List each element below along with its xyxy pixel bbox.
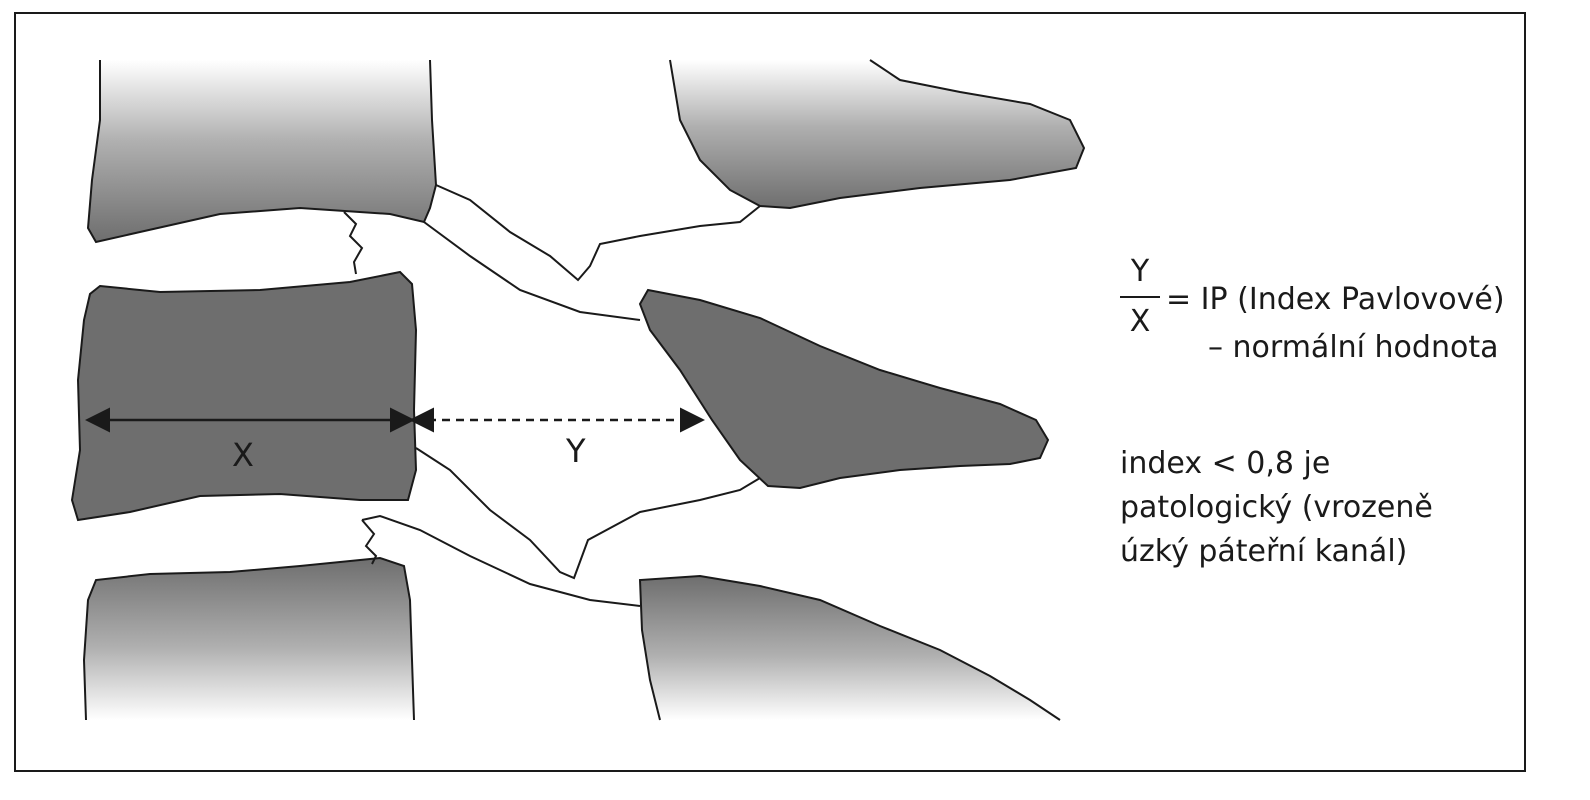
lower-disc-outline [361,519,378,565]
lower-spinous-process-outline [638,574,1061,721]
pathology-note: index < 0,8 je patologický (vrozeně úzký… [1120,442,1560,574]
formula-continuation: – normální hodnota [1208,330,1499,365]
upper-vertebral-body-outline [86,59,438,244]
note-line-1: index < 0,8 je [1120,446,1331,481]
lower-vertebral-body [84,558,414,720]
upper-lamina-outline [423,221,641,321]
upper-disc-outline [343,211,364,275]
x-dimension-label: X [232,436,254,474]
lower-vertebral-body-outline [82,556,415,721]
lower-spinous-process [640,576,1060,720]
y-dimension-label: Y [565,432,586,470]
note-line-3: úzký páteřní kanál) [1120,534,1408,569]
upper-spinous-process-outline [669,59,1086,210]
upper-spinous-process [670,60,1084,208]
fraction-denominator: X [1129,304,1151,339]
formula-fraction: Y X [1120,252,1160,342]
pavlov-index-formula: Y X = IP (Index Pavlovové) – normální ho… [1120,252,1560,382]
note-line-2: patologický (vrozeně [1120,490,1433,525]
upper-vertebral-body [88,60,436,242]
lower-facet-outline [361,514,641,607]
formula-equals-text: = IP (Index Pavlovové) [1166,282,1505,317]
lower-lamina-outline [415,447,761,580]
middle-spinous-process [638,288,1050,490]
explanation-panel: Y X = IP (Index Pavlovové) – normální ho… [1120,252,1560,574]
fraction-bar [1120,296,1160,298]
upper-facet-outline [435,184,761,282]
middle-vertebral-body [70,270,418,522]
fraction-numerator: Y [1130,254,1150,289]
